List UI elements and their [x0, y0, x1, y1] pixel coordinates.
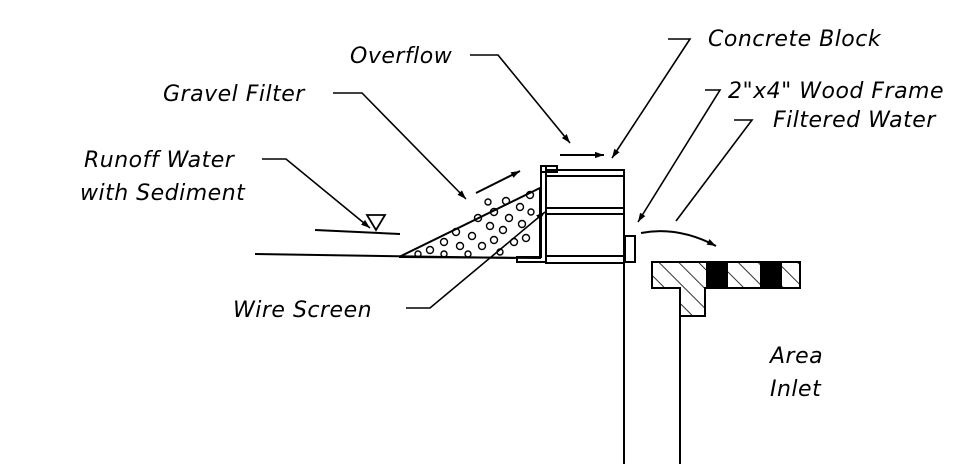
gravel-flow-arrow [475, 170, 521, 194]
label-concrete-block: Concrete Block [708, 27, 882, 52]
flow-arrows [475, 151, 717, 247]
filtered-water-arrow [640, 230, 717, 247]
leader-lines [262, 38, 754, 309]
leader-concrete-block [611, 38, 692, 159]
ground-lines [254, 229, 516, 259]
label-overflow: Overflow [350, 44, 453, 69]
wood-frame [624, 235, 636, 263]
label-wood-frame: 2"x4" Wood Frame [728, 79, 944, 104]
label-area: Area [768, 344, 823, 369]
gravel-filter-mound [398, 186, 541, 260]
leader-gravel-filter [333, 92, 467, 200]
water-level-symbol [365, 214, 387, 232]
concrete-block-stack [540, 165, 625, 264]
label-gravel-filter: Gravel Filter [163, 82, 306, 107]
area-inlet-structure [623, 261, 801, 464]
label-runoff-line2: with Sediment [80, 181, 246, 206]
label-wire-screen: Wire Screen [233, 298, 372, 323]
labels: Concrete Block Overflow 2"x4" Wood Frame… [80, 27, 944, 402]
leader-runoff [262, 158, 371, 229]
label-filtered-water: Filtered Water [773, 108, 937, 133]
gravel-stones [414, 190, 535, 258]
label-inlet: Inlet [770, 377, 822, 402]
leader-wire-screen [406, 211, 546, 309]
leader-overflow [470, 54, 571, 144]
leader-wood-frame [637, 89, 722, 223]
leader-filtered-water [675, 119, 754, 222]
label-runoff-line1: Runoff Water [84, 148, 236, 173]
